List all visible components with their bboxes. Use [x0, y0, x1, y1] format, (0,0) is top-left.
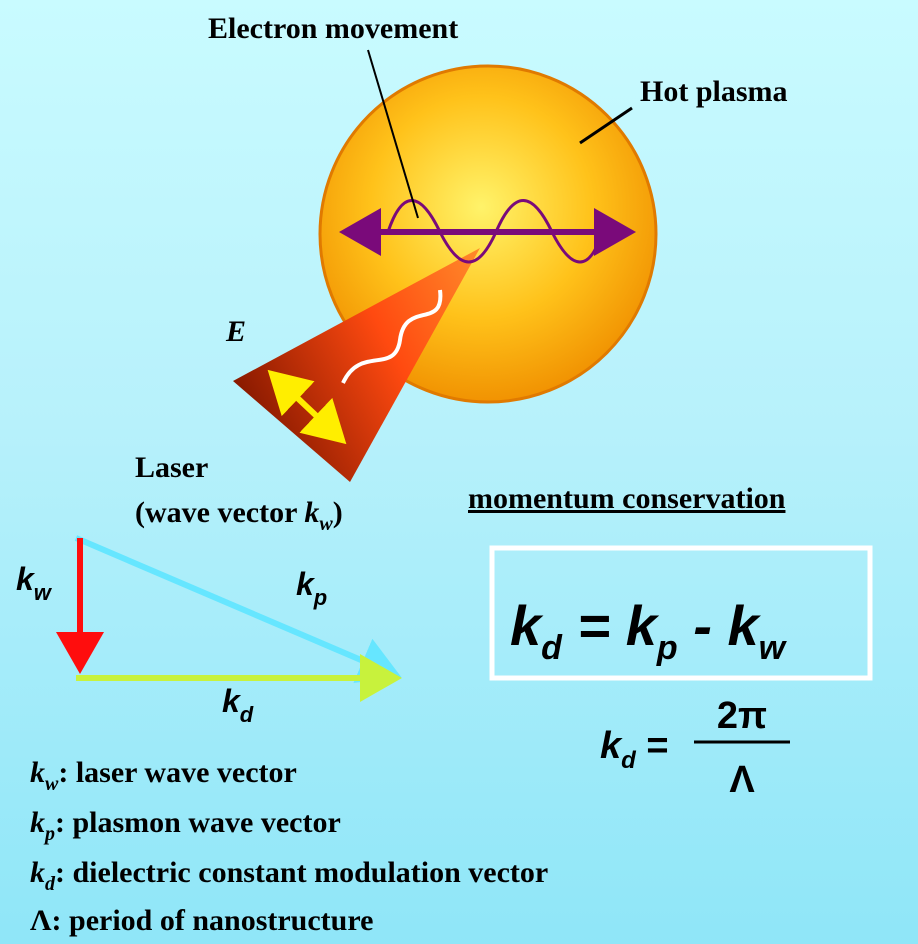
k-p-vector-arrow [74, 535, 402, 683]
legend-item-k-w: kw: laser wave vector [30, 756, 297, 795]
legend-k-p-text: : plasmon wave vector [55, 806, 341, 839]
laser-sub-suffix: ) [333, 496, 343, 529]
legend-lambda-symbol: Λ [30, 904, 52, 937]
e-field-label: E [225, 315, 246, 348]
eq-lhs-sub: d [541, 629, 563, 667]
eq-term2-sub: w [759, 629, 788, 667]
e-field-arrow [267, 369, 347, 445]
equation-box [489, 545, 873, 681]
k-d-vector-label: kd [222, 683, 254, 727]
momentum-equation: kd = kp - kw [510, 594, 788, 667]
eq-term1: k [626, 594, 660, 657]
legend-item-k-d: kd: dielectric constant modulation vecto… [30, 856, 548, 895]
legend-k-w-symbol: k [30, 756, 45, 789]
legend-k-w-text: : laser wave vector [58, 756, 297, 789]
eq-minus: - [678, 594, 728, 657]
laser-sub-symbol: k [304, 496, 319, 529]
period-formula-lhs: kd = [600, 725, 669, 774]
k-d-symbol: k [222, 683, 242, 719]
fraction-numerator: 2π [717, 695, 767, 737]
legend-k-d-symbol: k [30, 856, 45, 889]
k-p-vector-label: kp [296, 566, 327, 610]
k-d-subscript: d [240, 702, 254, 727]
legend-k-p-sub: p [43, 823, 55, 845]
laser-sub-prefix: (wave vector [135, 496, 304, 529]
eq-lhs: k [510, 594, 544, 657]
laser-wave [341, 289, 443, 384]
k-w-subscript: w [34, 580, 53, 605]
legend-k-w-sub: w [45, 773, 59, 795]
k-p-subscript: p [313, 585, 327, 610]
hot-plasma-leader [579, 106, 633, 145]
legend-lambda-text: : period of nanostructure [52, 904, 374, 937]
momentum-conservation-title: momentum conservation [468, 482, 786, 515]
fraction-denominator: Λ [729, 759, 755, 801]
eq-equals: = [562, 594, 626, 657]
legend-k-p-symbol: k [30, 806, 45, 839]
laser-sub-subscript: w [319, 513, 333, 535]
laser-label: Laser [135, 451, 208, 484]
legend-item-lambda: Λ: period of nanostructure [30, 904, 373, 937]
legend-item-k-p: kp: plasmon wave vector [30, 806, 341, 845]
period-equals: = [636, 725, 669, 767]
electron-movement-leader [367, 49, 419, 219]
period-lhs-sub: d [621, 747, 637, 774]
electron-movement-label: Electron movement [208, 12, 458, 45]
eq-term2: k [727, 594, 761, 657]
legend-k-d-text: : dielectric constant modulation vector [55, 856, 548, 889]
eq-term1-sub: p [656, 629, 678, 667]
k-w-vector-label: kw [16, 561, 53, 605]
hot-plasma-label: Hot plasma [640, 75, 788, 108]
period-lhs: k [600, 725, 623, 767]
legend: kw: laser wave vector kp: plasmon wave v… [30, 756, 548, 937]
laser-wave-vector-label: (wave vector kw) [135, 496, 343, 535]
legend-k-d-sub: d [45, 873, 56, 895]
k-p-symbol: k [296, 566, 316, 602]
k-w-symbol: k [16, 561, 36, 597]
